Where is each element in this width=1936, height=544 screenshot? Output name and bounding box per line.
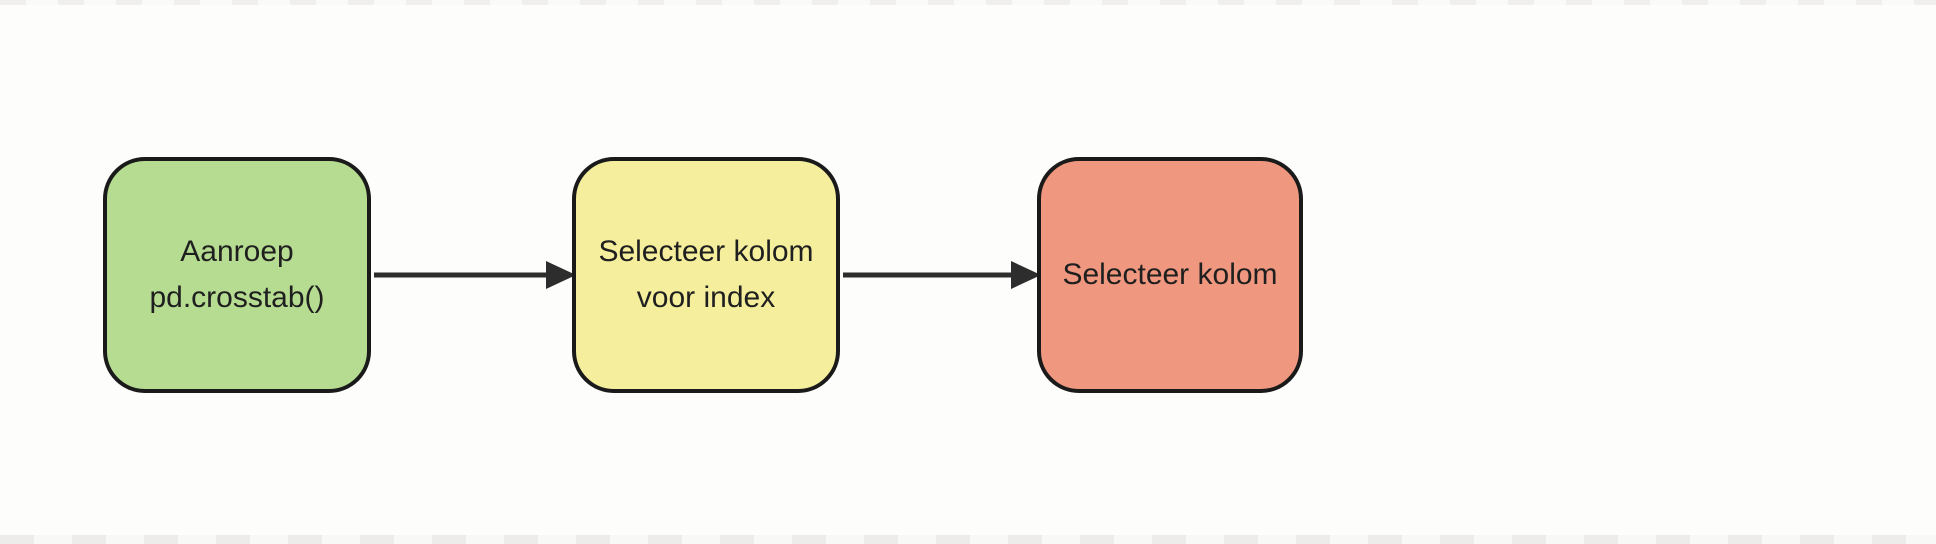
arrow-index-to-column: [843, 261, 1041, 289]
node-label-line: Aanroep: [180, 235, 294, 268]
node-label-line: pd.crosstab(): [149, 281, 325, 314]
node-select-column[interactable]: Selecteer kolom: [1037, 157, 1303, 393]
node-call-pd-crosstab[interactable]: Aanroep pd.crosstab(): [103, 157, 371, 393]
bottom-edge-artifact: [0, 535, 1936, 544]
arrow-crosstab-to-index: [374, 261, 576, 289]
node-select-column-for-index[interactable]: Selecteer kolom voor index: [572, 157, 840, 393]
node-label-line: Selecteer kolom: [1062, 258, 1278, 291]
node-label-line: Selecteer kolom: [598, 235, 814, 268]
node-label-line: voor index: [636, 281, 776, 314]
top-edge-artifact: [0, 0, 1936, 5]
